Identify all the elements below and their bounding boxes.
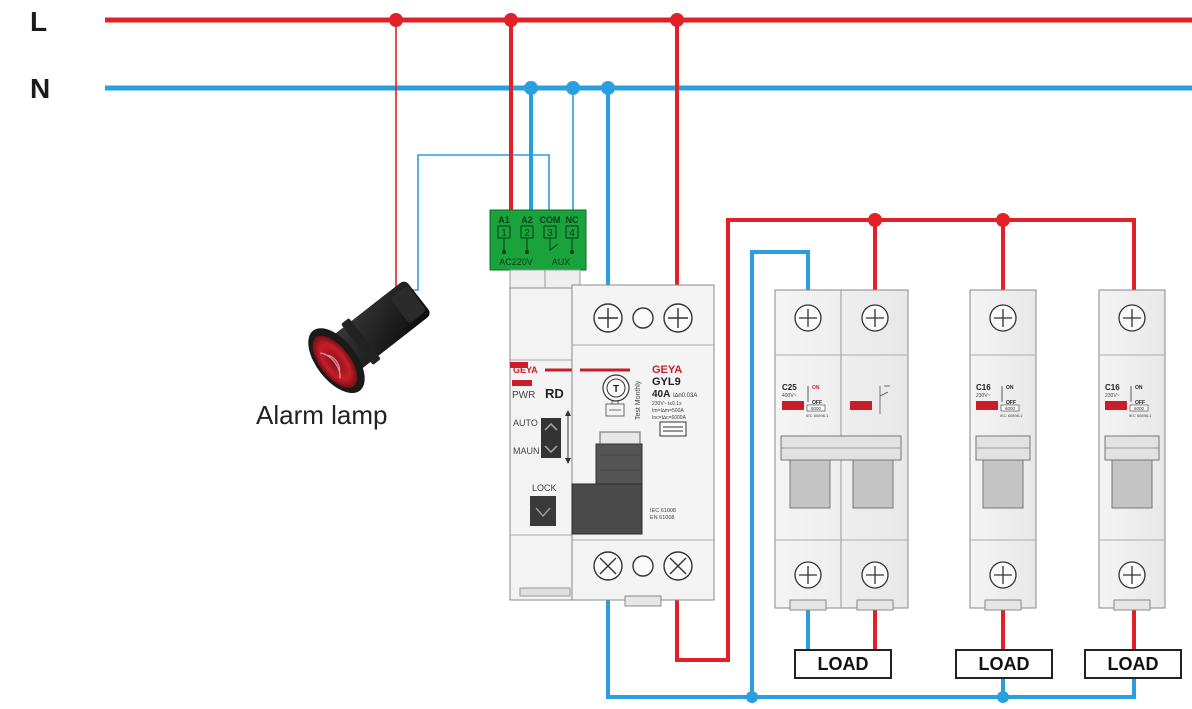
rd-model-label: RD — [545, 386, 564, 401]
rd-pwr-indicator — [512, 380, 532, 386]
rd-maun-label: MAUN — [513, 446, 540, 456]
c16b-top-screw — [1118, 304, 1146, 332]
c16a-on-label: ON — [1006, 385, 1014, 391]
rcbo-sensitivity: I∆n0.03A — [673, 392, 697, 399]
rcbo-top-screw-left — [593, 303, 623, 333]
c16a-rating: C16 — [976, 383, 991, 392]
c25-bottom-screw-right — [861, 561, 889, 589]
test-button-label: T — [613, 384, 619, 395]
rd-lock-label: LOCK — [532, 483, 557, 493]
terminal-nc-name: NC — [566, 215, 579, 225]
c25-rating: C25 — [782, 383, 797, 392]
c25-standard: IEC 60898-1 — [806, 413, 829, 418]
load-box-3: LOAD — [1084, 649, 1182, 679]
c25-icn: 6000 — [811, 406, 822, 411]
c16b-rating: C16 — [1105, 383, 1120, 392]
lock-switch[interactable] — [530, 496, 556, 526]
rcbo-brand: GEYA — [652, 364, 682, 376]
terminal-a1-name: A1 — [498, 215, 510, 225]
c16a-bottom-screw — [989, 561, 1017, 589]
rd-module: GEYA PWR RD AUTO MAUN LOCK — [509, 269, 581, 601]
breaker-c25-2pole: C25 400V~ ON OFF 6000 IEC 60898-1 — [774, 289, 909, 611]
c16a-voltage: 230V~ — [976, 393, 991, 399]
c16a-status-indicator — [976, 401, 998, 410]
c16b-standard: IEC 60898-1 — [1129, 413, 1152, 418]
rd-pwr-label: PWR — [512, 390, 535, 401]
c16b-icn: 6000 — [1134, 406, 1145, 411]
test-button[interactable]: T — [602, 374, 630, 402]
c16b-handle[interactable] — [1104, 435, 1160, 509]
aux-voltage-label: AC220V — [499, 257, 533, 267]
aux-terminal-block: A1 A2 COM NC 1 2 3 4 AC220V AUX — [489, 209, 587, 271]
c16b-on-label: ON — [1135, 385, 1143, 391]
breaker-c16-a: C16 230V~ ON OFF 6000 IEC 60898-1 — [969, 289, 1037, 611]
terminal-4-number: 4 — [569, 228, 575, 239]
rcbo-bottom-screw-right — [663, 551, 693, 581]
test-monthly-label: Test Monthly — [635, 380, 642, 420]
line-bus-label: L — [30, 6, 48, 37]
c16b-status-indicator — [1105, 401, 1127, 410]
distribution-wires — [606, 218, 1136, 699]
c25-top-screw-left — [794, 304, 822, 332]
c25-handle[interactable] — [780, 435, 902, 509]
rcbo-spec-1: 230V~ t≤0.1s — [652, 401, 682, 407]
c16a-top-screw — [989, 304, 1017, 332]
rcbo-standard-1: IEC 61008 — [650, 508, 676, 514]
c25-bottom-screw-left — [794, 561, 822, 589]
rcbo-top-screw-right — [663, 303, 693, 333]
rcbo-rating: 40A — [652, 389, 670, 400]
terminal-com-name: COM — [540, 215, 561, 225]
c16a-off-label: OFF — [1006, 400, 1016, 406]
rcbo-spec-3: Inc=I∆c=6000A — [652, 415, 687, 421]
neutral-bus-label: N — [30, 73, 51, 104]
terminal-2-number: 2 — [524, 228, 530, 239]
rd-brand: GEYA — [513, 365, 538, 375]
junction-dots — [389, 13, 1010, 703]
c25-status-indicator — [782, 401, 804, 410]
relay-wires — [509, 20, 679, 292]
c25-voltage: 400V~ — [782, 393, 797, 399]
load-box-2: LOAD — [955, 649, 1053, 679]
c25-pole2-indicator — [850, 401, 872, 410]
c25-circuit-symbol-icon — [879, 385, 890, 414]
c16b-bottom-screw — [1118, 561, 1146, 589]
terminal-3-number: 3 — [547, 228, 553, 239]
alarm-lamp-wires — [395, 20, 550, 291]
rcbo-standard-2: EN 61008 — [650, 515, 674, 521]
terminal-a2-name: A2 — [521, 215, 533, 225]
c25-on-label: ON — [812, 385, 820, 391]
alarm-lamp — [308, 281, 430, 394]
load-box-1: LOAD — [794, 649, 892, 679]
breaker-c16-b: C16 230V~ ON OFF 6000 IEC 60898-1 — [1098, 289, 1166, 611]
rd-auto-label: AUTO — [513, 418, 538, 428]
c16a-icn: 6000 — [1005, 406, 1016, 411]
c16b-voltage: 230V~ — [1105, 393, 1120, 399]
c25-top-screw-right — [861, 304, 889, 332]
rcbo-handle[interactable] — [571, 431, 643, 535]
rcbo-model: GYL9 — [652, 376, 681, 388]
rcbo-spec-2: Im=I∆m=500A — [652, 408, 684, 414]
rcbo-circuit-symbol-icon — [605, 400, 625, 417]
c16a-standard: IEC 60898-1 — [1000, 413, 1023, 418]
alarm-lamp-label: Alarm lamp — [256, 400, 388, 430]
rcbo: GEYA T Test Monthly GYL9 40A I∆n0.03A 23… — [571, 284, 715, 607]
terminal-1-number: 1 — [501, 228, 507, 239]
c16b-off-label: OFF — [1135, 400, 1145, 406]
rcbo-status-window — [659, 421, 687, 437]
rcbo-bottom-screw-left — [593, 551, 623, 581]
c16a-handle[interactable] — [975, 435, 1031, 509]
c25-off-label: OFF — [812, 400, 822, 406]
aux-group-label: AUX — [552, 257, 571, 267]
